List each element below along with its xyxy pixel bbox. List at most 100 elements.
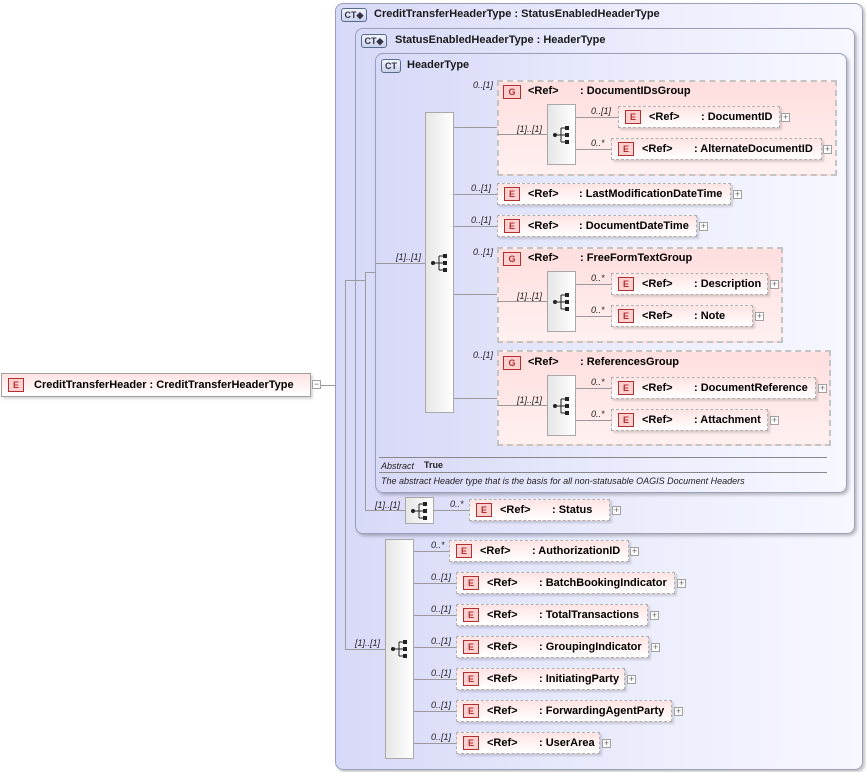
sequence-compositor[interactable] (425, 112, 454, 413)
element-name: : InitiatingParty (539, 673, 620, 685)
expand-icon[interactable]: + (602, 738, 611, 748)
connector (454, 294, 497, 295)
expand-icon[interactable]: + (781, 112, 790, 122)
sequence-compositor[interactable] (547, 104, 576, 165)
element-name: : Note (694, 310, 726, 322)
element-name: : DocumentID (701, 111, 773, 123)
cardinality: 0..* (591, 273, 605, 283)
cardinality: [1]..[1] (355, 638, 381, 648)
element-icon: E (618, 309, 634, 323)
cardinality: 0..* (431, 540, 445, 550)
cardinality: 0..* (450, 499, 464, 509)
expand-icon[interactable]: + (650, 610, 659, 620)
complex-type-title: HeaderType (407, 59, 470, 71)
element-name: : LastModificationDateTime (579, 188, 723, 200)
complex-type-title: StatusEnabledHeaderType : HeaderType (395, 34, 606, 46)
cardinality: 0..* (591, 377, 605, 387)
expand-icon[interactable]: + (612, 505, 621, 515)
cardinality: [1]..[1] (375, 500, 401, 510)
cardinality: 0..* (591, 409, 605, 419)
expand-icon[interactable]: + (677, 578, 686, 588)
element-icon: E (504, 219, 520, 233)
element-total-transactions[interactable]: E <Ref> : TotalTransactions (456, 604, 648, 626)
connector (345, 649, 385, 650)
element-icon: E (625, 110, 641, 124)
element-document-reference[interactable]: E <Ref> : DocumentReference (611, 377, 816, 399)
sequence-compositor[interactable] (385, 539, 414, 759)
element-status[interactable]: E <Ref> : Status (469, 499, 610, 521)
element-attachment[interactable]: E <Ref> : Attachment (611, 409, 768, 431)
cardinality: 0..[1] (473, 80, 494, 90)
connector (414, 711, 456, 712)
element-note[interactable]: E <Ref> : Note (611, 305, 753, 327)
element-icon: E (8, 378, 24, 392)
element-initiating-party[interactable]: E <Ref> : InitiatingParty (456, 668, 625, 690)
element-name: : TotalTransactions (539, 609, 640, 621)
sequence-compositor[interactable] (547, 271, 576, 332)
sequence-compositor[interactable] (547, 375, 576, 436)
connector (365, 272, 366, 510)
element-forwarding-agent-party[interactable]: E <Ref> : ForwardingAgentParty (456, 700, 672, 722)
element-name: : DocumentDateTime (579, 220, 689, 232)
abstract-label: Abstract (381, 461, 415, 471)
expand-icon[interactable]: + (627, 674, 636, 684)
cardinality: 0..* (591, 305, 605, 315)
connector (414, 743, 456, 744)
element-name: : GroupingIndicator (539, 641, 642, 653)
ref-label: <Ref> (642, 414, 673, 426)
connector (434, 510, 469, 511)
element-last-modification-date-time[interactable]: E <Ref> : LastModificationDateTime (497, 183, 731, 205)
expand-icon[interactable]: + (733, 189, 742, 199)
cardinality: 0..[1] (431, 604, 452, 614)
expand-icon[interactable]: + (770, 279, 779, 289)
expand-icon[interactable]: + (823, 144, 832, 154)
ref-label: <Ref> (642, 382, 673, 394)
element-authorization-id[interactable]: E <Ref> : AuthorizationID (449, 540, 629, 562)
element-user-area[interactable]: E <Ref> : UserArea (456, 732, 600, 754)
element-icon: E (463, 608, 479, 622)
element-batch-booking-indicator[interactable]: E <Ref> : BatchBookingIndicator (456, 572, 675, 594)
expand-icon[interactable]: + (630, 546, 639, 556)
sequence-compositor[interactable] (405, 497, 434, 524)
ref-label: <Ref> (487, 609, 518, 621)
ref-label: <Ref> (528, 188, 559, 200)
element-name: : DocumentReference (694, 382, 808, 394)
expand-icon[interactable]: + (770, 415, 779, 425)
expand-icon[interactable]: + (651, 642, 660, 652)
group-free-form-text-group[interactable] (497, 247, 783, 343)
connector (345, 280, 346, 649)
element-description[interactable]: E <Ref> : Description (611, 273, 768, 295)
expand-toggle-icon[interactable]: − (312, 379, 321, 389)
ref-label: <Ref> (642, 143, 673, 155)
connector (576, 316, 611, 317)
expand-icon[interactable]: + (674, 706, 683, 716)
element-name: : AlternateDocumentID (694, 143, 813, 155)
root-element-credit-transfer-header[interactable]: E CreditTransferHeader : CreditTransferH… (1, 373, 311, 397)
element-name: : BatchBookingIndicator (539, 577, 667, 589)
element-document-id[interactable]: E <Ref> : DocumentID (618, 106, 780, 128)
cardinality: [1]..[1] (517, 395, 543, 405)
element-icon: E (618, 277, 634, 291)
cardinality: 0..[1] (471, 215, 492, 225)
element-icon: E (463, 640, 479, 654)
expand-icon[interactable]: + (699, 221, 708, 231)
ref-label: <Ref> (642, 278, 673, 290)
element-document-date-time[interactable]: E <Ref> : DocumentDateTime (497, 215, 697, 237)
ref-label: <Ref> (487, 673, 518, 685)
element-name: : Description (694, 278, 762, 290)
element-icon: E (463, 672, 479, 686)
ref-label: <Ref> (480, 545, 511, 557)
complex-type-icon: CT◆ (341, 8, 367, 22)
element-icon: E (618, 413, 634, 427)
connector (497, 134, 547, 135)
cardinality: 0..[1] (431, 668, 452, 678)
element-alternate-document-id[interactable]: E <Ref> : AlternateDocumentID (611, 138, 822, 160)
cardinality: [1]..[1] (517, 124, 543, 134)
element-icon: E (456, 544, 472, 558)
expand-icon[interactable]: + (755, 311, 764, 321)
sequence-icon (552, 125, 569, 144)
element-grouping-indicator[interactable]: E <Ref> : GroupingIndicator (456, 636, 649, 658)
cardinality: 0..[1] (431, 572, 452, 582)
ref-label: <Ref> (500, 504, 531, 516)
expand-icon[interactable]: + (818, 383, 827, 393)
